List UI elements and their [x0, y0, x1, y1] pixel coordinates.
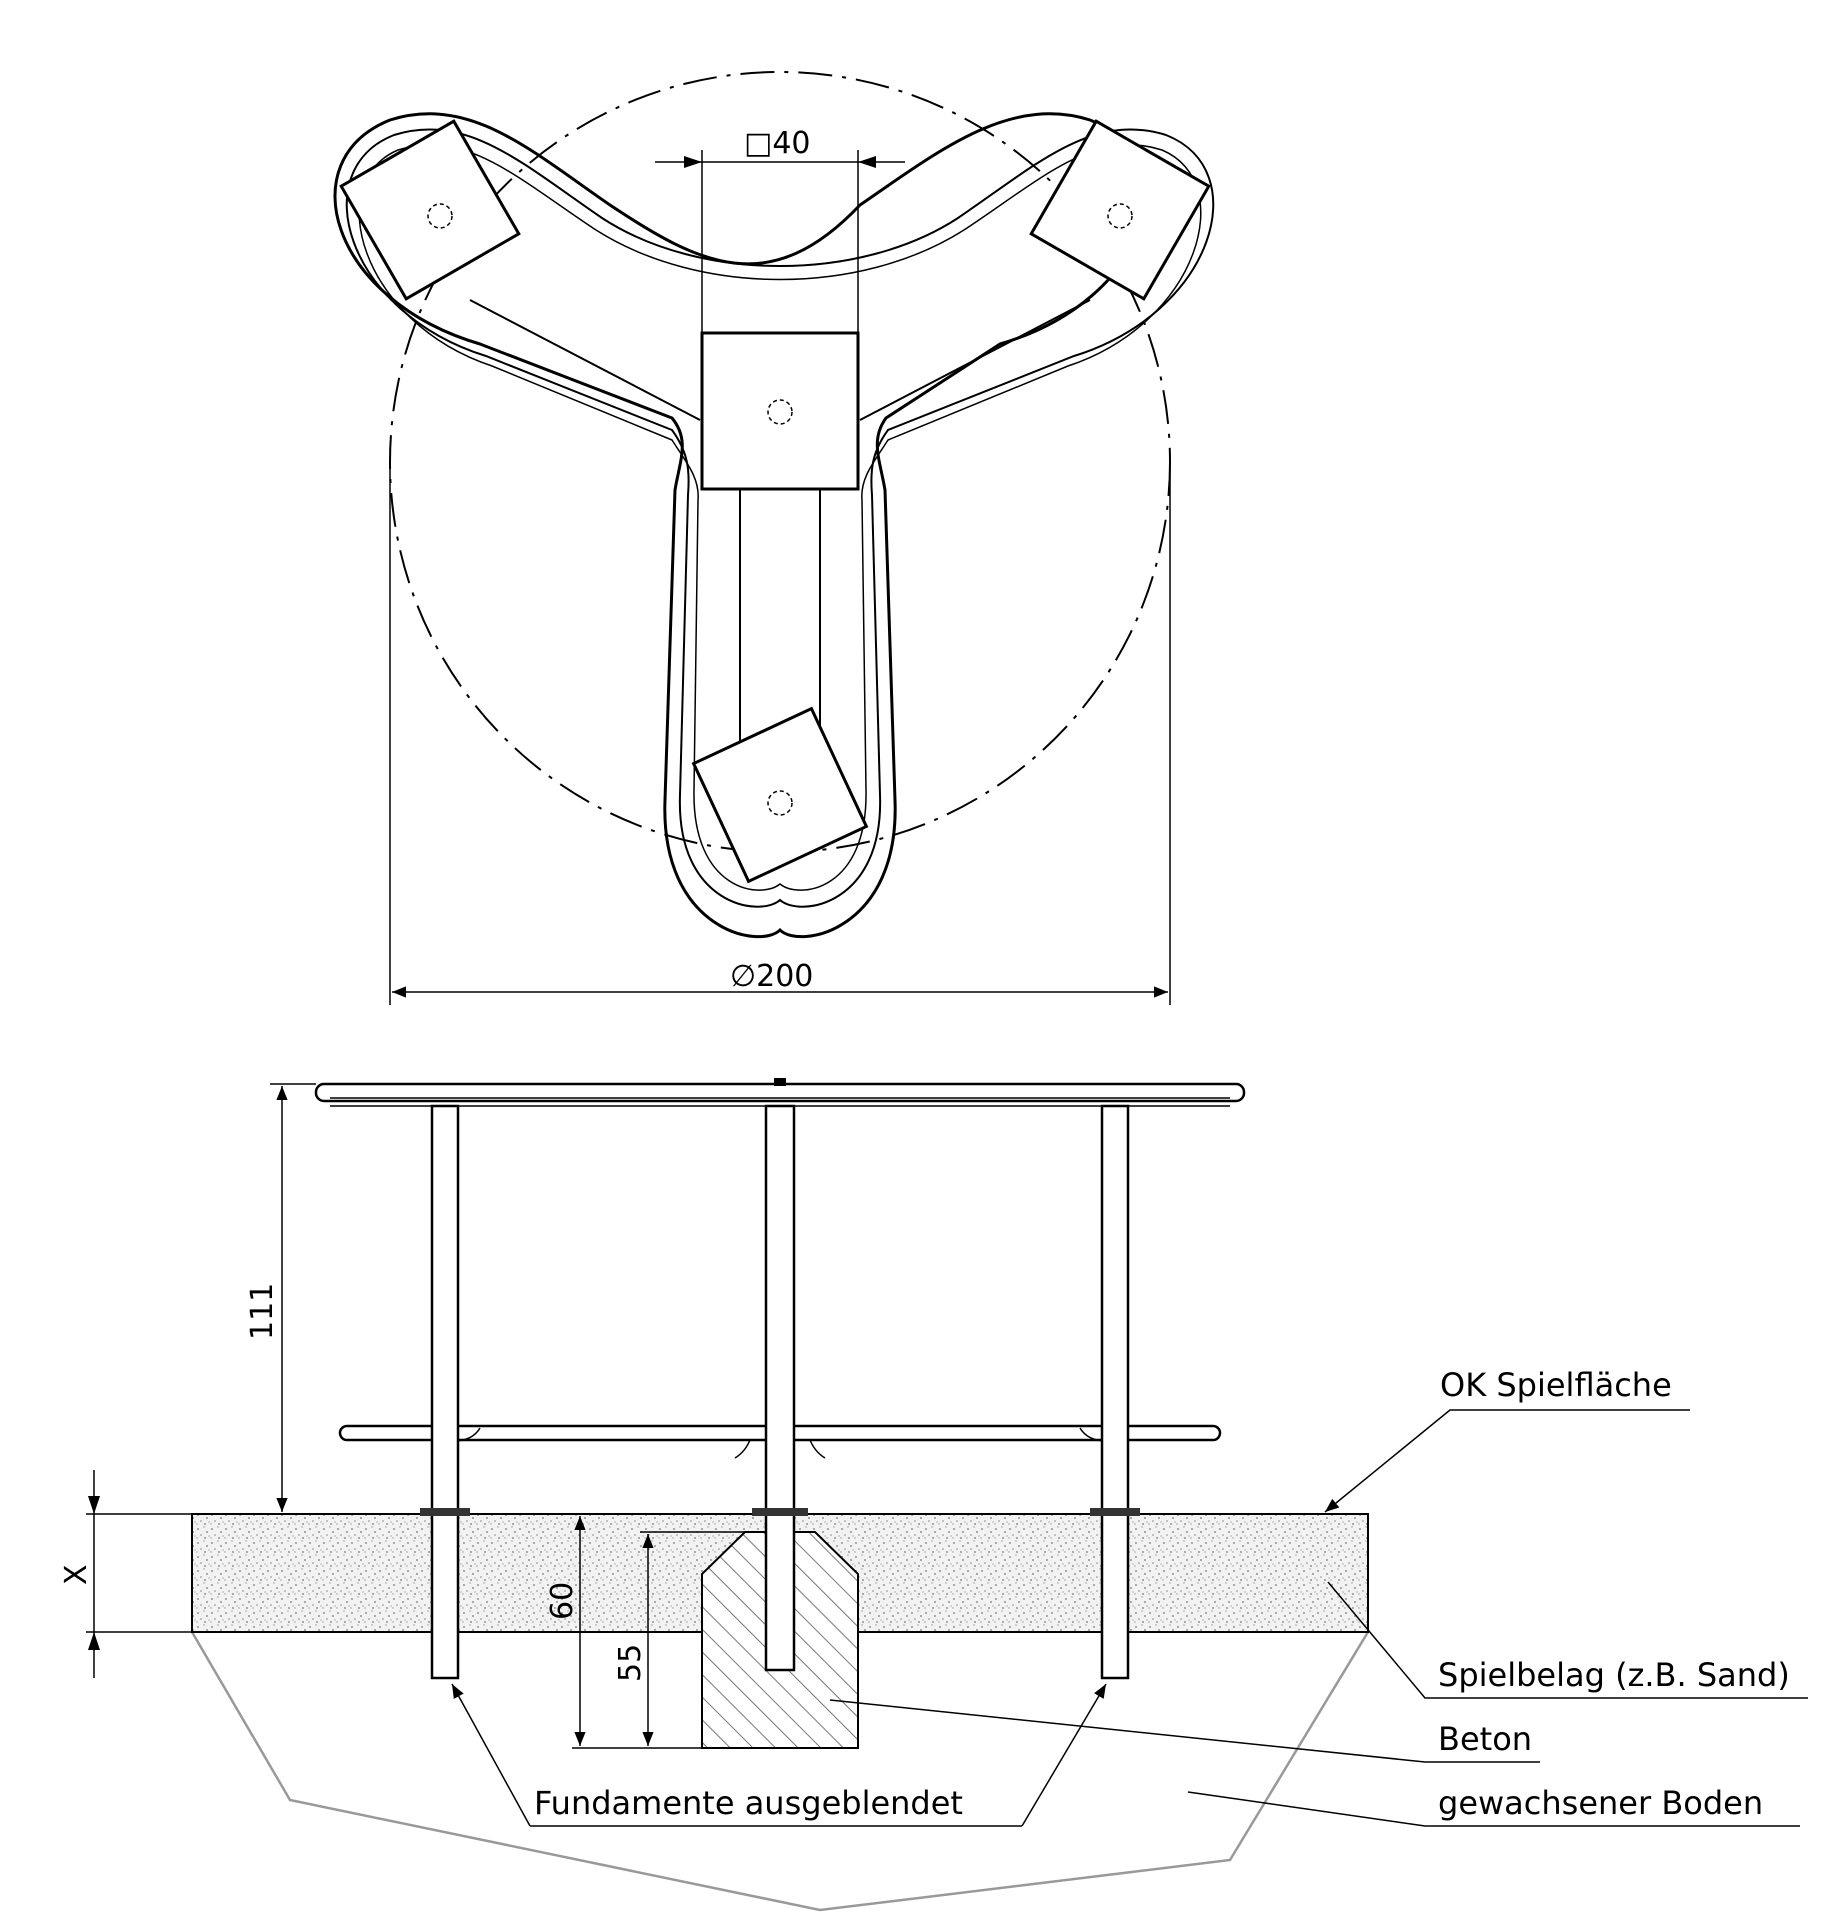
leader-boden — [1187, 1791, 1800, 1827]
center-post-square — [700, 331, 860, 491]
ground-outline — [190, 1631, 1370, 1912]
leg-center — [764, 1104, 796, 1672]
table-arm-inner-outline — [345, 128, 1215, 908]
side-view: 111 X 60 55 OK Spielfläche Spielbelag (z… — [59, 1078, 1808, 1912]
label-fundamente: Fundamente ausgeblendet — [534, 1784, 963, 1822]
seat-square-bottom — [691, 706, 869, 884]
leader-fundamente-left — [451, 1683, 531, 1827]
leader-ok-spielflaeche — [1324, 1409, 1690, 1513]
dim-square-arrow-left — [684, 156, 702, 168]
foot-plate — [420, 1508, 470, 1516]
seat-square-right — [1029, 119, 1211, 301]
dim-55-text: 55 — [613, 1644, 648, 1682]
dim-diameter-text: ∅200 — [730, 959, 813, 994]
dim-111-text: 111 — [245, 1283, 280, 1340]
dim-square-arrow-right — [858, 156, 876, 168]
leader-spielbelag — [1327, 1581, 1808, 1699]
foot-plate — [1090, 1508, 1140, 1516]
label-beton: Beton — [1438, 1720, 1532, 1758]
dim-60-text: 60 — [545, 1582, 580, 1620]
seat-bracket — [734, 1439, 826, 1459]
dim-square-text: □40 — [744, 126, 811, 161]
seat-hole-right — [1107, 203, 1133, 229]
dim-x-arrow-bottom — [88, 1632, 100, 1650]
dim-x-arrow-top — [88, 1496, 100, 1514]
table-top-center-cap — [774, 1078, 786, 1086]
top-view: □40 ∅200 — [333, 71, 1215, 1005]
label-gewachsener-boden: gewachsener Boden — [1438, 1784, 1763, 1822]
leader-beton — [829, 1699, 1540, 1763]
frame-line — [469, 299, 701, 421]
label-spielbelag: Spielbelag (z.B. Sand) — [1438, 1656, 1790, 1694]
foot-plate — [752, 1508, 808, 1516]
leader-fundamente-right — [1021, 1683, 1107, 1827]
dim-x-text: X — [59, 1564, 94, 1585]
leg-right — [1100, 1104, 1130, 1680]
seat-hole-bottom — [767, 790, 793, 816]
seat-hole-left — [427, 203, 453, 229]
center-post-hole — [767, 399, 793, 425]
leg-left — [430, 1104, 460, 1680]
frame-line — [859, 299, 1091, 421]
label-ok-spielflaeche: OK Spielfläche — [1440, 1366, 1672, 1404]
